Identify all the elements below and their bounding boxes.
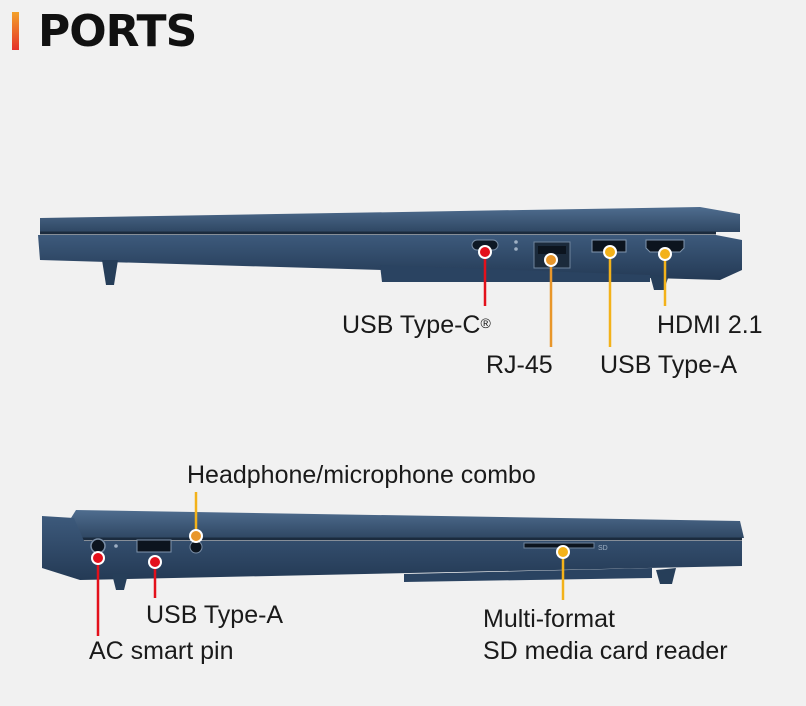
heading-accent-bar bbox=[12, 12, 19, 50]
hdmi-marker bbox=[658, 247, 672, 261]
headphone-marker bbox=[189, 529, 203, 543]
laptop-foot bbox=[650, 275, 668, 290]
usb-c-marker bbox=[478, 245, 492, 259]
usb-a-label-left: USB Type-A bbox=[146, 601, 284, 629]
laptop-lid bbox=[66, 510, 744, 538]
headphone-label: Headphone/microphone combo bbox=[187, 461, 536, 489]
rj45-label: RJ-45 bbox=[486, 351, 553, 379]
ac-pin-marker bbox=[91, 551, 105, 565]
usb-a-marker bbox=[148, 555, 162, 569]
laptop-foot bbox=[404, 568, 652, 582]
laptop-foot bbox=[656, 568, 676, 584]
status-led bbox=[114, 544, 118, 548]
status-led bbox=[514, 240, 518, 244]
hdmi-label: HDMI 2.1 bbox=[657, 311, 763, 339]
usb-a-label-right: USB Type-A bbox=[600, 351, 738, 379]
sd-slot-mark: SD bbox=[598, 545, 608, 552]
sd-reader-label-line1: Multi-format bbox=[483, 605, 615, 633]
usb-c-label-text: USB Type-C bbox=[342, 311, 481, 339]
laptop-lid bbox=[40, 207, 740, 232]
registered-mark: ® bbox=[480, 315, 491, 331]
laptop-left-side-view: SD bbox=[42, 492, 744, 636]
hdmi-port bbox=[645, 239, 685, 253]
status-led bbox=[514, 247, 518, 251]
usb-c-label: USB Type-C® bbox=[342, 310, 491, 340]
laptop-right-side-view bbox=[38, 207, 742, 347]
laptop-foot bbox=[112, 574, 128, 590]
page-title: PORTS bbox=[38, 6, 197, 57]
laptop-base bbox=[42, 516, 742, 580]
sd-reader-marker bbox=[556, 545, 570, 559]
usb-a-port bbox=[136, 539, 172, 553]
ac-pin-label: AC smart pin bbox=[89, 637, 234, 665]
ac-pin-port bbox=[90, 538, 106, 554]
laptop-foot bbox=[380, 265, 650, 282]
usb-a-marker bbox=[603, 245, 617, 259]
sd-reader-label-line2: SD media card reader bbox=[483, 637, 728, 665]
rj45-marker bbox=[544, 253, 558, 267]
laptop-foot bbox=[102, 260, 118, 285]
